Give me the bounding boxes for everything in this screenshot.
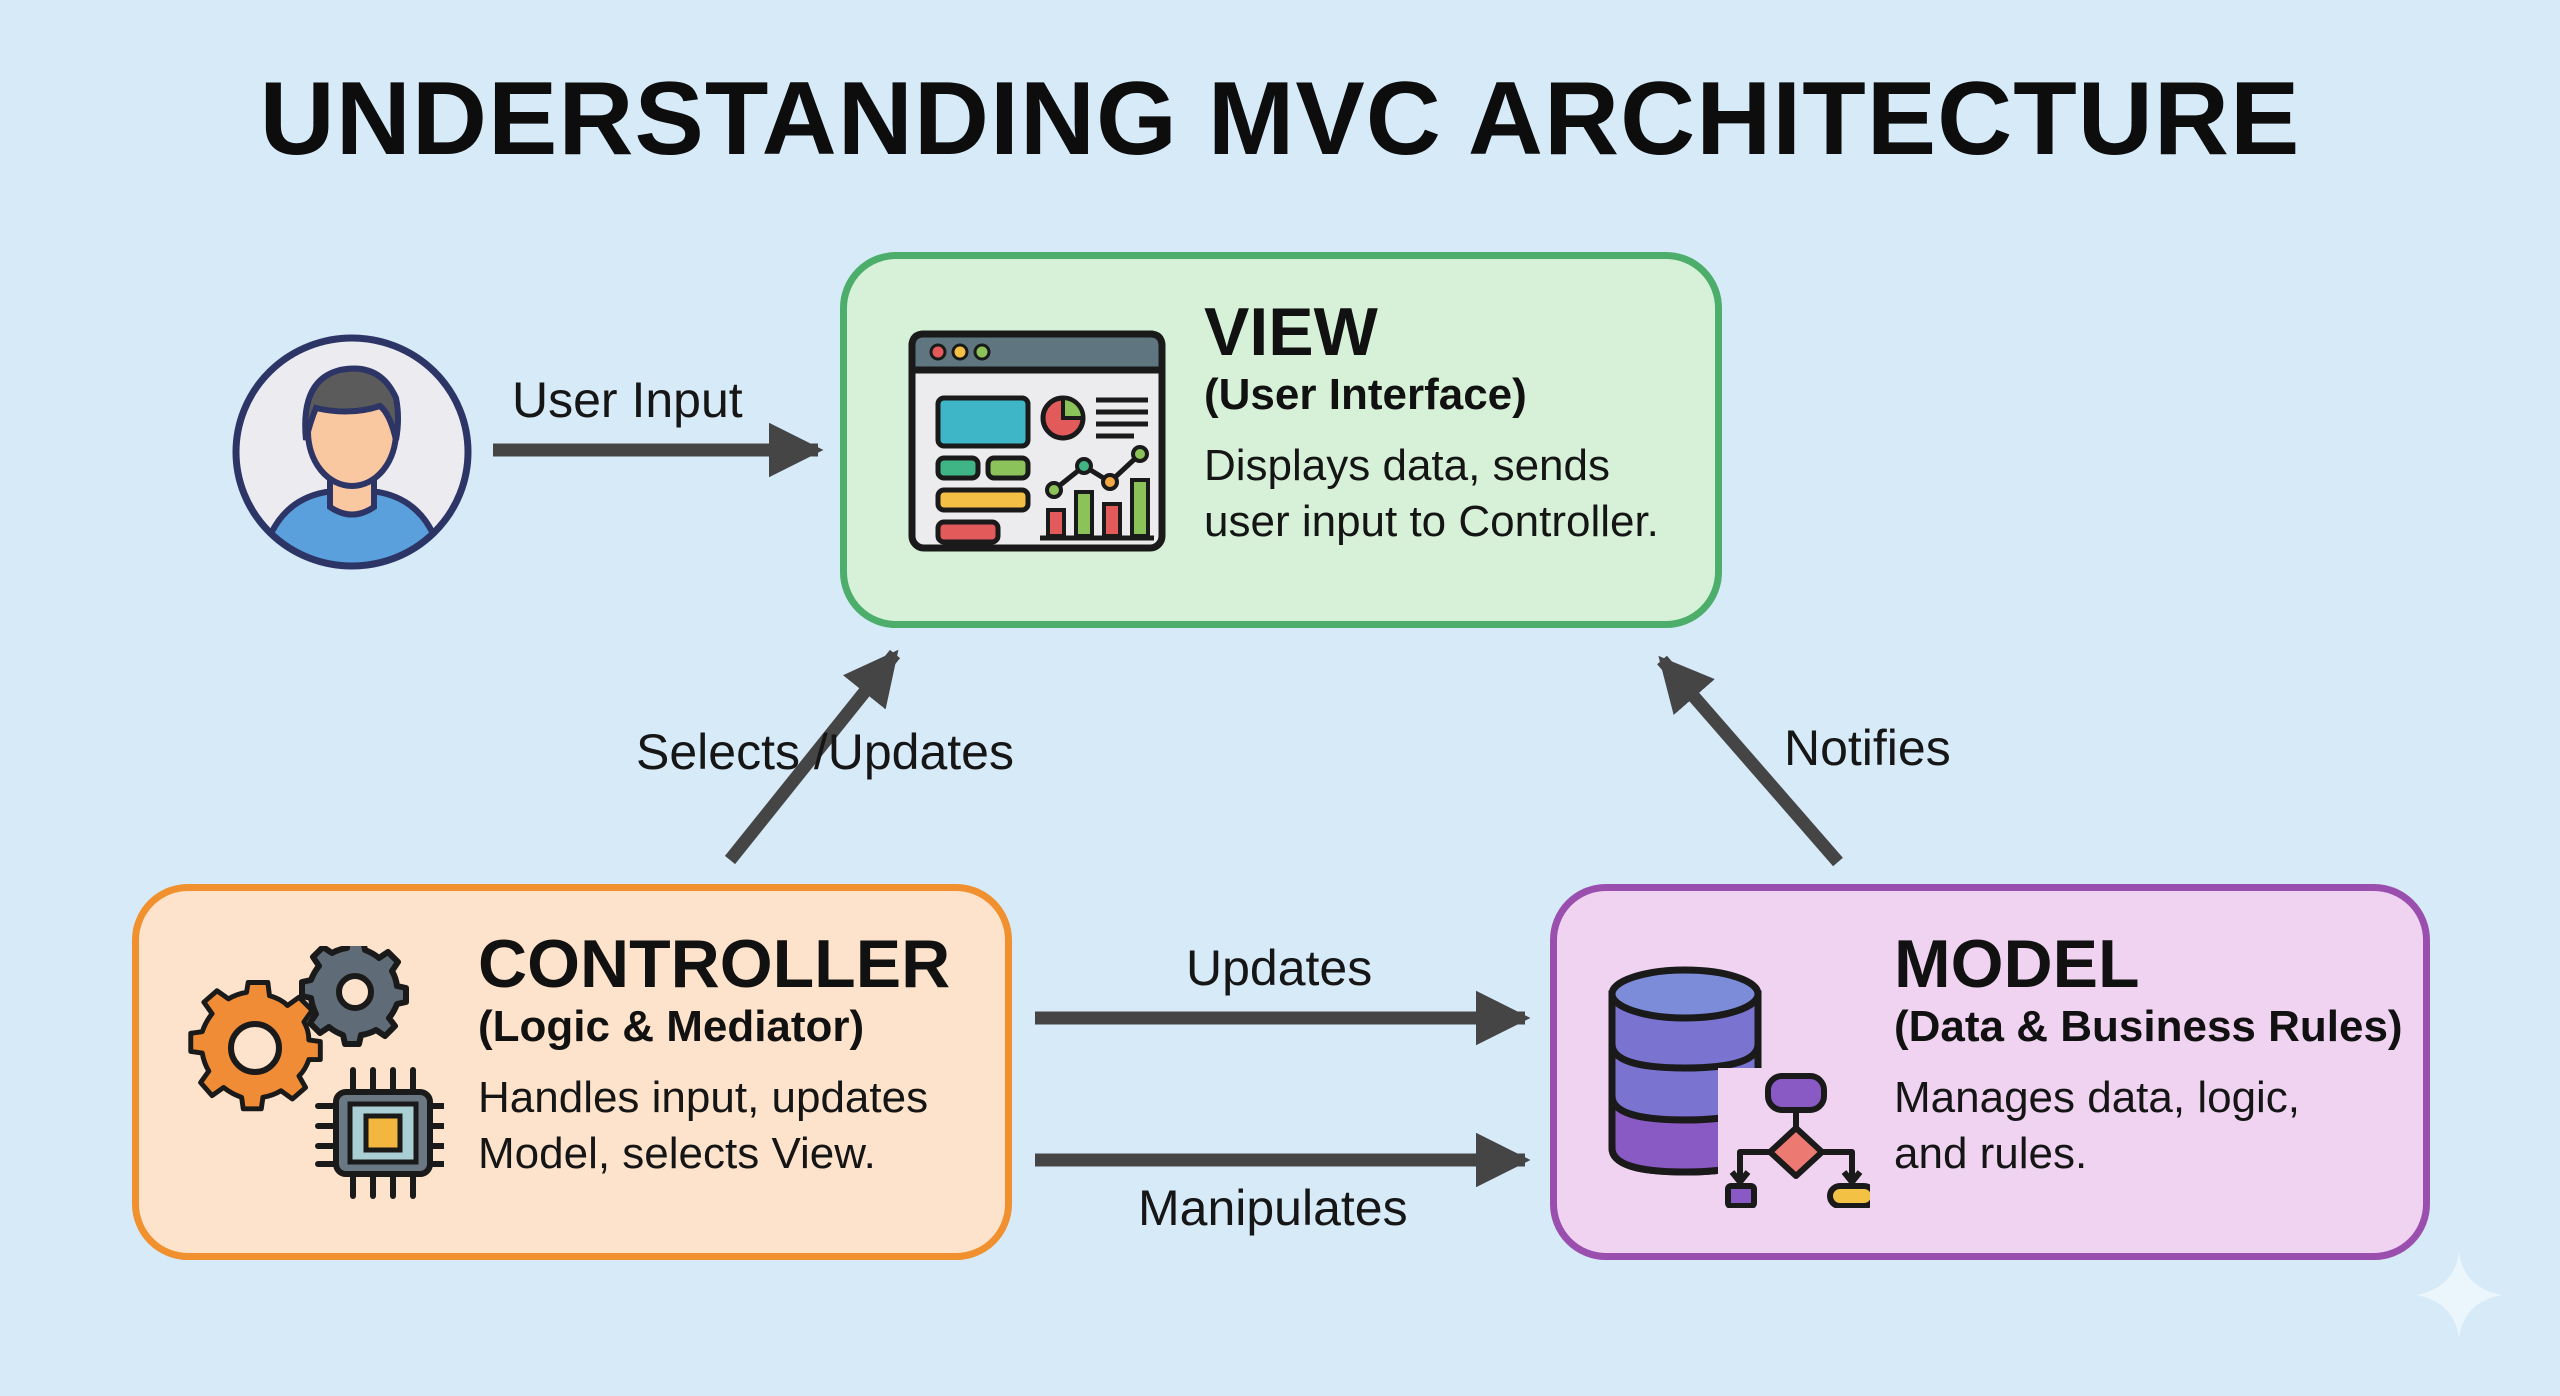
controller-text: CONTROLLER (Logic & Mediator) Handles in… [478,928,950,1182]
model-heading: MODEL [1894,926,2140,1002]
view-description: Displays data, sends user input to Contr… [1204,438,1659,550]
dashboard-window-icon [908,330,1166,552]
view-heading: VIEW [1204,294,1378,370]
model-text: MODEL (Data & Business Rules) Manages da… [1894,928,2403,1182]
label-selects-updates: Selects /Updates [636,724,1014,780]
controller-description-line: Model, selects View. [478,1129,876,1178]
view-description-line: user input to Controller. [1204,497,1659,546]
model-subtitle: (Data & Business Rules) [1894,1002,2403,1051]
view-description-line: Displays data, sends [1204,441,1610,490]
user-avatar-icon [232,334,472,570]
model-description-line: and rules. [1894,1129,2088,1178]
view-subtitle: (User Interface) [1204,370,1527,419]
model-description-line: Manages data, logic, [1894,1073,2301,1122]
label-manipulates: Manipulates [1138,1180,1408,1236]
controller-subtitle: (Logic & Mediator) [478,1002,865,1051]
flowchart-icon [1725,1073,1870,1208]
model-description: Manages data, logic, and rules. [1894,1070,2403,1182]
label-user-input: User Input [512,372,743,428]
gears-chip-icon [188,946,444,1199]
view-text: VIEW (User Interface) Displays data, sen… [1204,296,1659,550]
database-flowchart-icon [1608,966,1870,1208]
sparkle-icon [2416,1252,2502,1338]
arrow-model-to-view [1657,655,1843,867]
label-updates: Updates [1186,940,1373,996]
orange-gear-icon [188,980,323,1112]
controller-heading: CONTROLLER [478,926,951,1002]
controller-description: Handles input, updates Model, selects Vi… [478,1070,950,1182]
arrow-controller-to-view [724,649,901,865]
chip-icon [315,1067,444,1199]
page-title: UNDERSTANDING MVC ARCHITECTURE [259,61,2301,177]
controller-description-line: Handles input, updates [478,1073,929,1122]
gray-gear-icon [299,946,409,1047]
label-notifies: Notifies [1784,720,1951,776]
